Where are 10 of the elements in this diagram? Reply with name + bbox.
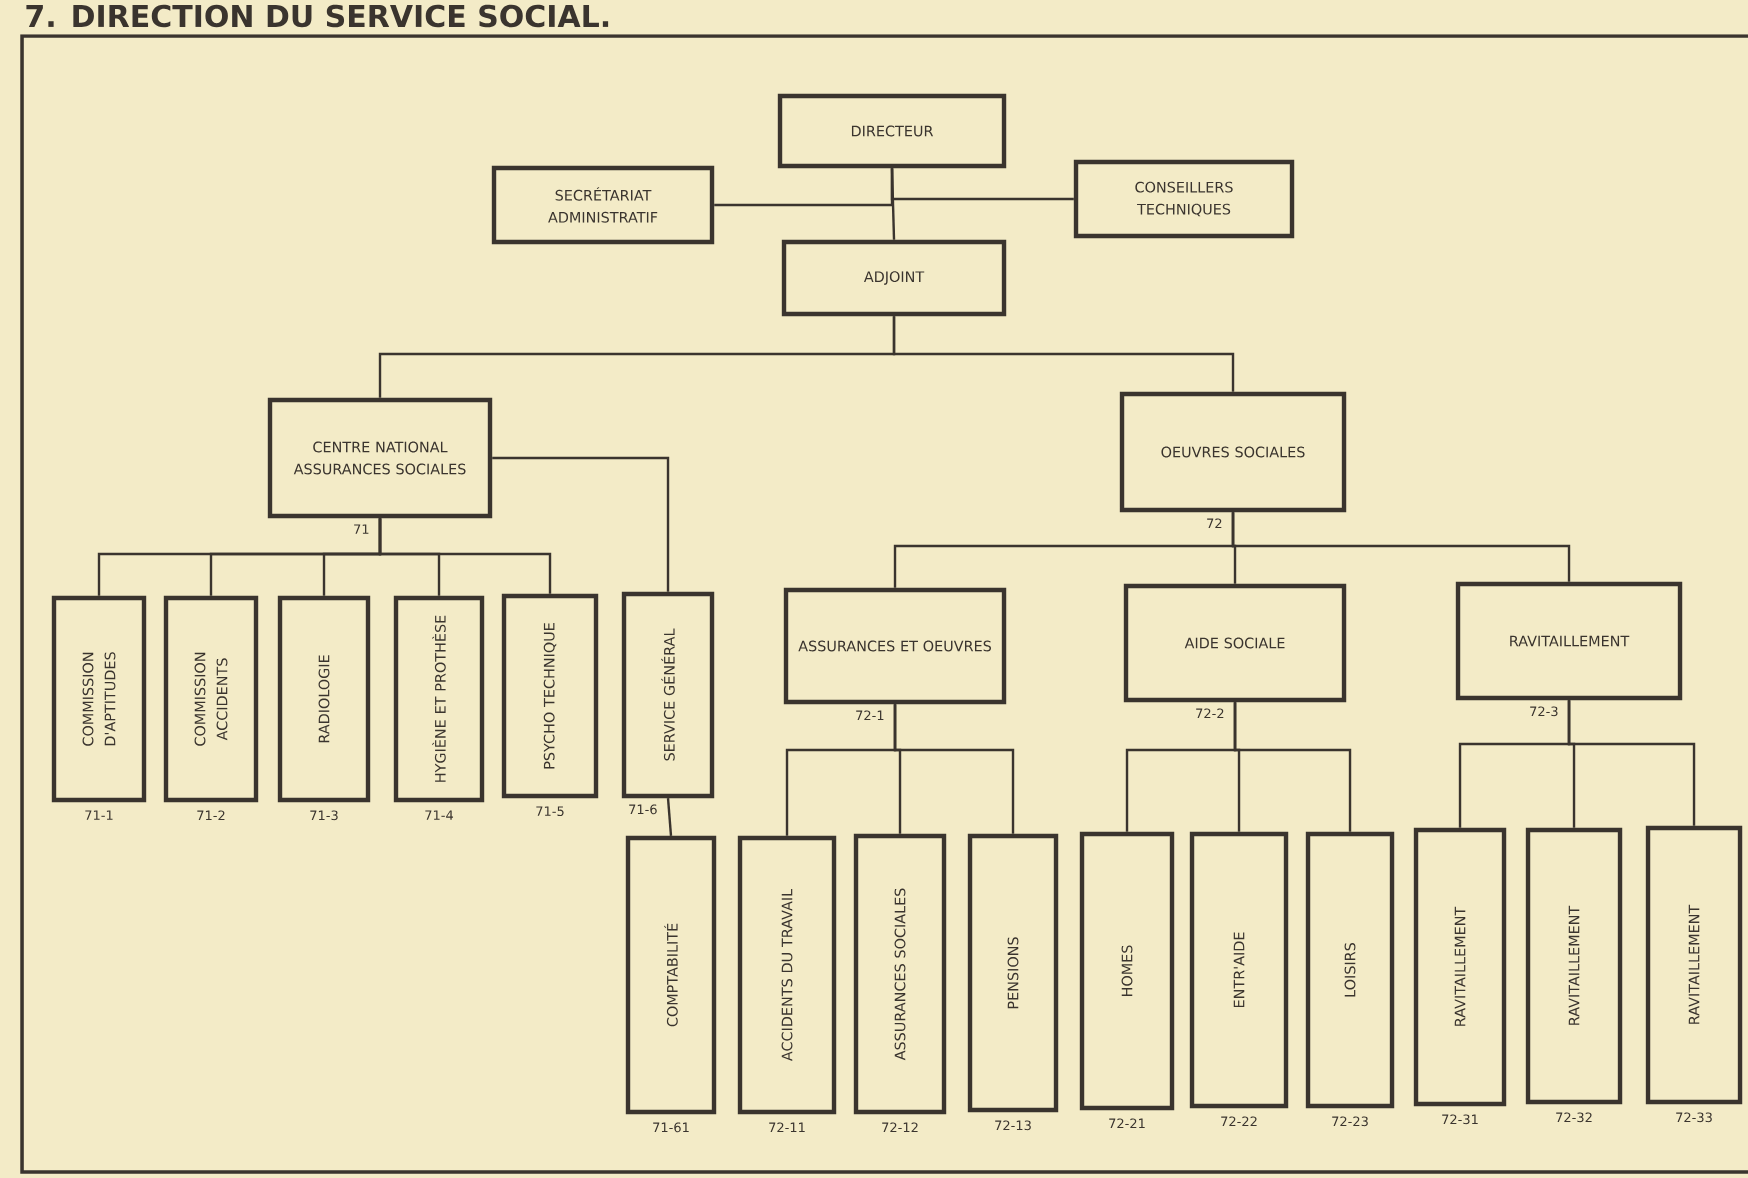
connector-line — [1231, 512, 1571, 582]
connector-line — [890, 168, 896, 240]
title: 7. DIRECTION DU SERVICE SOCIAL. — [26, 4, 609, 28]
connector-line — [378, 518, 552, 594]
connector-line — [893, 704, 1015, 834]
connector-line — [666, 798, 673, 836]
connector-line — [492, 456, 670, 592]
connector-line — [1567, 700, 1696, 826]
connector-line — [1233, 702, 1352, 832]
connector-line — [892, 316, 1235, 392]
